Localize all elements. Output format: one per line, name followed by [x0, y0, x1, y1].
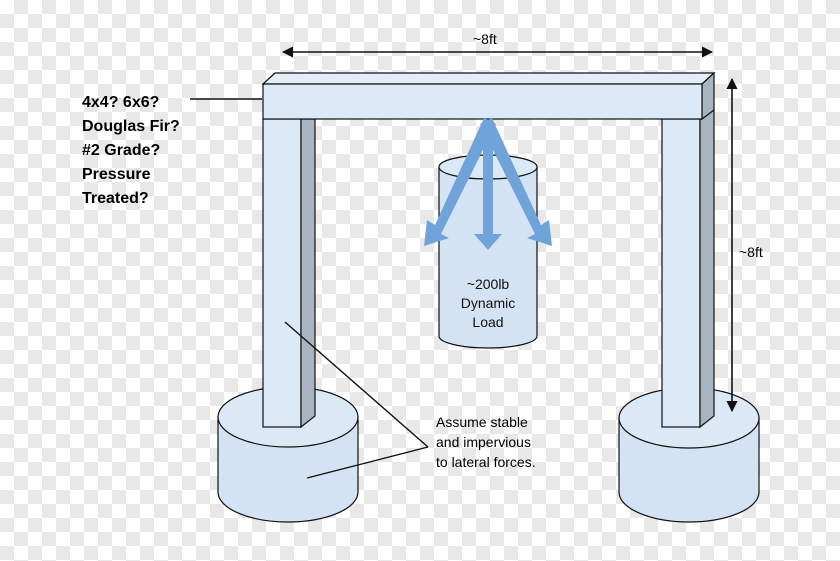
note-leader-to-post [284, 321, 429, 448]
load-label-line: ~200lb [466, 276, 510, 292]
right-force-arrow [480, 118, 552, 246]
top-beam [261, 71, 716, 121]
question-line: Douglas Fir? [82, 118, 180, 135]
question-line: Pressure [82, 166, 151, 183]
question-line: Treated? [82, 190, 149, 207]
question-line: #2 Grade? [82, 142, 161, 159]
lumber-question: 4x4? 6x6? Douglas Fir? #2 Grade? Pressur… [82, 91, 180, 211]
note-line: to lateral forces. [436, 454, 536, 470]
load-label: ~200lb Dynamic Load [440, 275, 536, 332]
load-label-line: Dynamic [460, 295, 516, 311]
load-force-arrows [424, 118, 552, 250]
note-line: and impervious [436, 434, 531, 450]
center-force-arrow [474, 121, 502, 250]
right-post [661, 108, 715, 429]
load-label-line: Load [472, 314, 504, 330]
stability-note: Assume stable and impervious to lateral … [436, 412, 536, 472]
question-line: 4x4? 6x6? [82, 94, 160, 111]
height-dimension-label: ~8ft [739, 244, 763, 260]
note-leader-to-base [306, 446, 429, 479]
width-dimension-label: ~8ft [473, 31, 497, 47]
note-line: Assume stable [436, 414, 528, 430]
left-force-arrow [424, 118, 496, 246]
left-post [262, 118, 316, 429]
